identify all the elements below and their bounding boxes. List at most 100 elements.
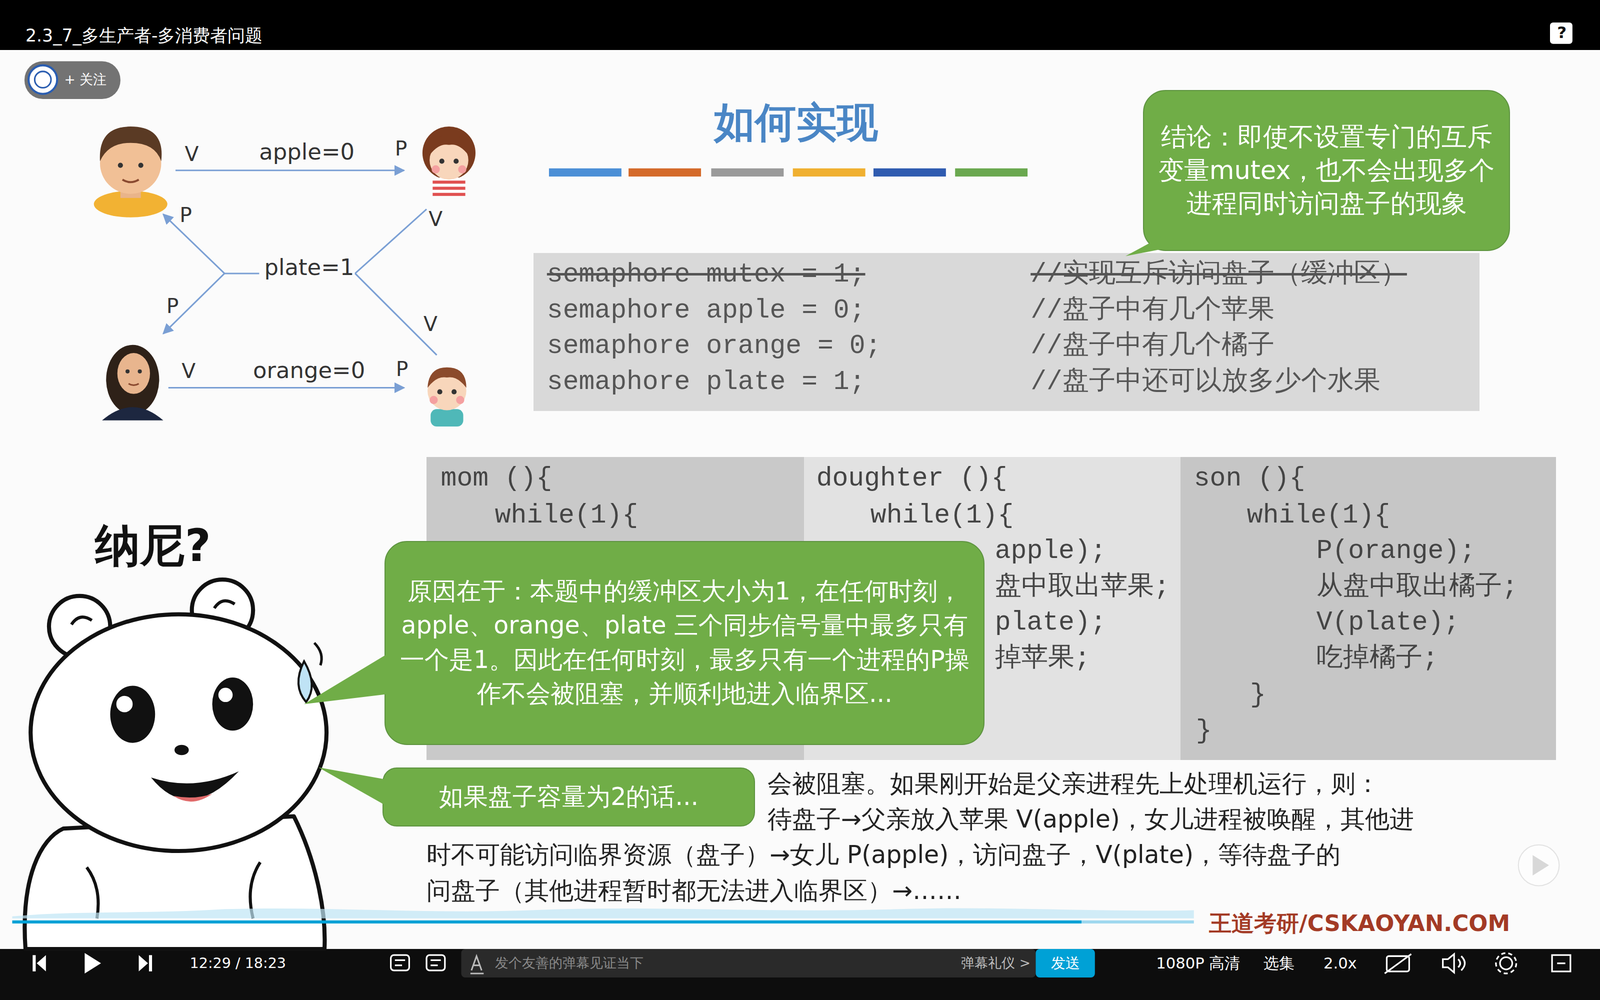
- label-holder: 待盘子→父亲放入苹果 V(apple)，女儿进程被唤醒，其他进: [767, 803, 1414, 836]
- operation-letter: V: [181, 359, 196, 383]
- exclamation-text: 纳尼?: [95, 519, 211, 572]
- label-holder: apple=0: [259, 137, 355, 167]
- code-text: //盘子中还可以放多少个水果: [1030, 367, 1381, 397]
- code-text: //实现互斥访问盘子（缓冲区）: [1030, 259, 1407, 290]
- code-text: plate);: [995, 607, 1107, 638]
- label-holder: 弹幕礼仪 >: [961, 954, 1031, 972]
- code-line-holder: 从盘中取出橘子;: [1316, 570, 1518, 604]
- label-holder: 纳尼?: [95, 516, 211, 575]
- code-text: semaphore plate = 1;: [547, 367, 866, 397]
- callout-bubble: 如果盘子容量为2的话...: [382, 767, 755, 827]
- code-text: P(orange);: [1316, 536, 1476, 566]
- help-icon-mark: ?: [1557, 23, 1567, 42]
- operation-letter: P: [179, 203, 192, 227]
- callout-text: 结论：即使不设置专门的互斥变量mutex，也不会出现多个进程同时访问盘子的现象: [1156, 120, 1497, 220]
- explanation-line: 会被阻塞。如果刚开始是父亲进程先上处理机运行，则：: [767, 769, 1380, 798]
- code-line-holder: plate);: [995, 606, 1107, 639]
- label-holder: P: [396, 356, 409, 383]
- label-holder: V: [428, 206, 443, 233]
- operation-letter: P: [395, 136, 408, 161]
- code-line-holder: //实现互斥访问盘子（缓冲区）: [1030, 258, 1407, 291]
- label-holder: 发送: [1051, 954, 1080, 973]
- code-line-holder: semaphore plate = 1;: [547, 365, 866, 399]
- code-text: }: [1196, 716, 1212, 746]
- label-holder: plate=1: [264, 253, 355, 282]
- speed-button: 2.0x: [1323, 954, 1357, 972]
- callout-bubble: 原因在于：本题中的缓冲区大小为1，在任何时刻，apple、orange、plat…: [384, 541, 985, 745]
- callout-body: 原因在于：本题中的缓冲区大小为1，在任何时刻，apple、orange、plat…: [398, 574, 972, 712]
- semaphore-label: plate=1: [264, 254, 355, 281]
- operation-letter: V: [423, 312, 438, 336]
- code-text: 吃掉橘子;: [1316, 643, 1439, 674]
- code-line-holder: //盘子中有几个苹果: [1030, 294, 1275, 327]
- code-line-holder: while(1){: [870, 499, 1014, 532]
- code-panel: son (){ while(1){ P(orange); 从盘中取出橘子; V(plat…: [1180, 457, 1556, 760]
- time-display: 12:29 / 18:23: [190, 954, 286, 972]
- code-line-holder: 吃掉橘子;: [1316, 642, 1439, 675]
- code-line-holder: while(1){: [495, 499, 639, 532]
- code-text: semaphore orange = 0;: [547, 331, 882, 361]
- code-line-holder: semaphore orange = 0;: [547, 329, 882, 363]
- semaphore-label: apple=0: [259, 138, 355, 165]
- explanation-line: 待盘子→父亲放入苹果 V(apple)，女儿进程被唤醒，其他进: [767, 805, 1414, 834]
- code-text: //盘子中有几个苹果: [1030, 295, 1275, 326]
- explanation-line: 时不可能访问临界资源（盘子）→女儿 P(apple)，访问盘子，V(plate)…: [426, 840, 1341, 869]
- code-line-holder: doughter (){: [816, 462, 1008, 495]
- label-holder: 问盘子（其他进程暂时都无法进入临界区）→……: [426, 875, 962, 907]
- label-holder: 选集: [1263, 953, 1295, 974]
- label-holder: 时不可能访问临界资源（盘子）→女儿 P(apple)，访问盘子，V(plate)…: [426, 839, 1341, 871]
- code-text: while(1){: [1247, 500, 1391, 531]
- label-holder: 2.0x: [1323, 953, 1357, 974]
- code-line-holder: while(1){: [1247, 499, 1391, 532]
- label-holder: 发个友善的弹幕见证当下: [495, 954, 644, 972]
- code-line-holder: semaphore apple = 0;: [547, 294, 866, 327]
- code-text: 从盘中取出橘子;: [1316, 572, 1518, 602]
- label-holder: V: [181, 358, 196, 385]
- code-line-holder: V(plate);: [1316, 606, 1460, 639]
- code-text: V(plate);: [1316, 607, 1460, 638]
- callout-bubble: 结论：即使不设置专门的互斥变量mutex，也不会出现多个进程同时访问盘子的现象: [1143, 90, 1511, 251]
- operation-letter: V: [428, 207, 443, 231]
- code-text: doughter (){: [816, 463, 1008, 494]
- code-line-holder: //盘子中还可以放多少个水果: [1030, 365, 1381, 399]
- label-holder: + 关注: [64, 71, 107, 88]
- code-line-holder: son (){: [1194, 462, 1306, 495]
- code-line-holder: semaphore mutex = 1;: [547, 258, 866, 291]
- code-line-holder: }: [1250, 678, 1266, 712]
- label-holder: P: [179, 202, 192, 229]
- code-line-holder: apple);: [995, 534, 1107, 568]
- code-line-holder: 掉苹果;: [995, 642, 1091, 675]
- code-text: 掉苹果;: [995, 643, 1091, 674]
- title-holder: 如何实现: [490, 96, 1102, 149]
- callout-text: 原因在于：本题中的缓冲区大小为1，在任何时刻，apple、orange、plat…: [398, 574, 972, 712]
- code-text: apple);: [995, 536, 1107, 566]
- label-holder: 2.3_7_多生产者-多消费者问题: [25, 24, 263, 47]
- callout-text: 如果盘子容量为2的话...: [392, 781, 746, 813]
- operation-letter: V: [184, 142, 199, 166]
- label-holder: 1080P 高清: [1156, 953, 1240, 974]
- code-block: semaphore mutex = 1; //实现互斥访问盘子（缓冲区） semap…: [533, 253, 1480, 411]
- code-text: mom (){: [441, 463, 553, 494]
- code-line-holder: 盘中取出苹果;: [995, 570, 1170, 604]
- code-text: 盘中取出苹果;: [995, 572, 1170, 602]
- callout-body: 结论：即使不设置专门的互斥变量mutex，也不会出现多个进程同时访问盘子的现象: [1156, 120, 1497, 220]
- label-holder: 12:29 / 18:23: [190, 954, 286, 973]
- code-text: semaphore mutex = 1;: [547, 259, 866, 290]
- danmaku-rules-link: 弹幕礼仪 >: [961, 955, 1031, 971]
- code-text: semaphore apple = 0;: [547, 295, 866, 326]
- explanation-line: 问盘子（其他进程暂时都无法进入临界区）→……: [426, 876, 962, 905]
- input-placeholder: 发个友善的弹幕见证当下: [495, 955, 644, 971]
- code-text: while(1){: [495, 500, 639, 531]
- send-button-text: 发送: [1051, 954, 1080, 972]
- code-text: while(1){: [870, 500, 1014, 531]
- episode-button: 选集: [1263, 954, 1295, 972]
- code-text: //盘子中有几个橘子: [1030, 331, 1275, 361]
- video-title: 2.3_7_多生产者-多消费者问题: [25, 25, 263, 46]
- semaphore-label: orange=0: [253, 357, 365, 384]
- code-text: }: [1250, 680, 1266, 710]
- label-holder: P: [395, 135, 408, 162]
- code-line-holder: }: [1196, 714, 1212, 748]
- label-holder: P: [166, 293, 179, 320]
- callout-body: 如果盘子容量为2的话...: [392, 781, 746, 813]
- label-holder: V: [423, 311, 438, 338]
